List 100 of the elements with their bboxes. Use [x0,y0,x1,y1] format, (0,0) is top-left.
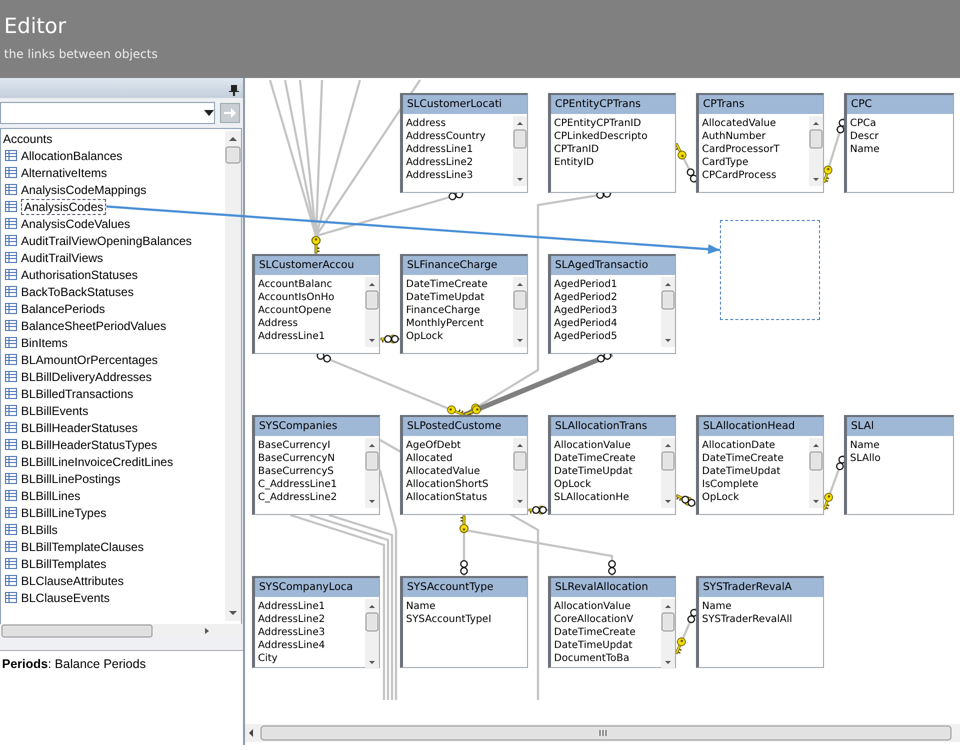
table-title: SLAgedTransactio [551,256,675,275]
relationship-line [316,352,464,416]
field-name: AgedPeriod2 [553,291,618,304]
relationship-line [328,514,394,700]
field-name: AddressCountry [405,130,487,143]
field-name: SLAllocationHe [553,491,630,504]
field-name: AllocationStatus [405,491,488,504]
tree-item: BalanceSheetPeriodValues [21,318,166,332]
field-name: DateTimeUpdat [701,465,782,478]
tree-item: Accounts [3,132,52,146]
table-box [252,415,380,515]
field-name: Descr [849,130,880,143]
field-name: CPEntityCPTranID [553,117,642,130]
tree-item: BalancePeriods [21,302,106,316]
field-name: OpLock [553,478,592,491]
table-title: SYSTraderRevalA [699,578,823,597]
tree-item: AllocationBalances [21,148,122,162]
field-name: CPCardProcess [701,169,778,182]
table-title: SLAl [847,417,953,436]
drop-target-box [720,220,820,320]
field-name: CardProcessorT [701,143,781,156]
field-name: AgeOfDebt [405,439,462,452]
tree-item: BLBillTemplates [21,556,106,570]
tree-item: AuthorisationStatuses [21,268,138,282]
table-box [696,93,824,193]
field-name: DateTimeCreate [553,626,637,639]
tree-item: BLBillLineInvoiceCreditLines [21,454,174,468]
field-name: OpLock [701,491,740,504]
field-name: C_AddressLine1 [257,478,338,491]
tree-item: BinItems [21,336,68,350]
tree-item: AuditTrailViewOpeningBalances [21,234,192,248]
field-name: AllocatedValue [701,117,778,130]
tree-item: BLBillHeaderStatusTypes [21,438,158,452]
field-name: AgedPeriod3 [553,304,618,317]
tree-item: BLBillLines [21,488,80,502]
field-name: AgedPeriod4 [553,317,618,330]
field-name: SYSTraderRevalAll [701,613,794,626]
table-title: SLAllocationTrans [551,417,675,436]
table-box [252,576,380,668]
field-name: AccountIsOnHo [257,291,336,304]
field-name: Address [405,117,447,130]
table-title: CPEntityCPTrans [551,95,675,114]
table-title: SLCustomerAccou [255,256,379,275]
field-name: CoreAllocationV [553,613,634,626]
tree-item: AuditTrailViews [21,250,104,264]
field-name: AddressLine2 [405,156,474,169]
relationship-line [822,454,846,510]
field-name: BaseCurrencyS [257,465,335,478]
field-name: DateTimeCreate [553,452,637,465]
tree-item: BLBills [21,522,58,536]
relationship-line [676,494,696,507]
table-title: SLRevalAllocation [551,578,675,597]
tree-item: BLBilledTransactions [21,386,134,400]
relationship-line [673,142,698,184]
table-title: SLFinanceCharge [403,256,527,275]
field-name: AllocationValue [553,439,632,452]
tree-item: BLBillEvents [21,404,88,418]
field-name: FinanceCharge [405,304,482,317]
page-title: Editor [4,14,66,38]
arrow [106,205,720,254]
field-name: AddressLine1 [257,600,326,613]
subtitle: the links between objects [4,47,158,61]
field-name: Address [257,317,299,330]
field-name: City [257,652,279,665]
field-name: AddressLine1 [257,330,326,343]
tree-item: AnalysisCodeValues [21,216,130,230]
field-name: DateTimeCreate [701,452,785,465]
table-title: SYSCompanyLoca [255,578,379,597]
tree-item: BLBillTemplateClauses [21,540,144,554]
field-name: AllocationDate [701,439,776,452]
field-name: AuthNumber [701,130,767,143]
tree-item: BLClauseAttributes [21,574,124,588]
table-box [548,93,676,193]
field-name: IsComplete [701,478,760,491]
field-name: AddressLine2 [257,613,326,626]
relationship-line [463,352,613,418]
tree-item: BLAmountOrPercentages [21,352,158,366]
tree-item: AlternativeItems [21,166,108,180]
table-box [548,415,676,515]
relationship-line [378,470,398,700]
field-name: BaseCurrencyI [257,439,332,452]
field-name: AllocationShortS [405,478,490,491]
tree-item: AnalysisCodeMappings [21,182,146,196]
relationship-line [309,514,390,700]
tree-item: BLBillLinePostings [21,472,120,486]
relationship-line [822,118,846,184]
table-box [400,415,528,515]
table-box [400,93,528,193]
table-title: SYSAccountType [403,578,527,597]
table-box [696,415,824,515]
table-title: CPC [847,95,953,114]
field-name: AgedPeriod5 [553,330,618,343]
field-name: DocumentToBa [553,652,630,665]
field-name: CPCa [849,117,878,130]
field-name: Name [849,439,881,452]
table-box [400,254,528,354]
table-box [400,576,528,668]
field-name: AddressLine3 [405,169,474,182]
tree-item: BLBillLineTypes [21,506,106,520]
table-box [252,254,380,354]
